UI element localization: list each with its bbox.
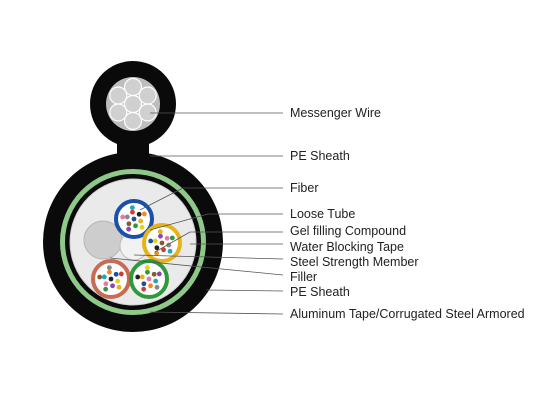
fiber-dot (144, 265, 150, 271)
fiber-dot (161, 247, 166, 253)
fiber-dot (145, 269, 150, 275)
fiber-dot (135, 274, 141, 280)
fiber-dot (133, 223, 138, 229)
fiber-dot (157, 229, 163, 235)
fiber-dot (151, 271, 157, 277)
fiber-dot (136, 211, 142, 217)
fiber-dot (115, 278, 121, 284)
fiber-dot (154, 245, 160, 251)
label-pe-sheath-bottom: PE Sheath (290, 285, 350, 299)
fiber-dot (113, 271, 119, 277)
label-steel-strength-member: Steel Strength Member (290, 255, 419, 269)
fiber-dot (158, 233, 163, 239)
fiber-dot (167, 248, 173, 254)
fiber-dot (138, 218, 144, 224)
fiber-dot (159, 240, 165, 246)
label-loose-tube: Loose Tube (290, 207, 355, 221)
labels: Messenger Wire PE Sheath Fiber Loose Tub… (290, 106, 525, 321)
fiber-dot (103, 281, 109, 287)
fiber-dot (108, 276, 114, 282)
leader-lines (109, 112, 284, 315)
fiber-dot (129, 205, 135, 211)
label-gel-filling: Gel filling Compound (290, 224, 406, 238)
fiber-dot (146, 276, 152, 282)
messenger-wire-strands (109, 77, 157, 131)
fiber-dot (152, 238, 158, 244)
fiber-dot (169, 235, 175, 241)
label-armor: Aluminum Tape/Corrugated Steel Armored (290, 307, 525, 321)
fiber-dot (141, 286, 147, 292)
fiber-dot (141, 211, 147, 217)
label-fiber: Fiber (290, 181, 318, 195)
fiber-dot (156, 271, 162, 277)
fiber-dot (139, 224, 145, 230)
fiber-dot (101, 274, 107, 280)
fiber-dot (131, 216, 137, 222)
fiber-dot (120, 214, 126, 220)
fiber-dot (118, 271, 124, 277)
fiber-dot (106, 265, 112, 271)
fiber-dot (107, 269, 112, 275)
messenger-section (90, 61, 176, 170)
fiber-dot (141, 281, 147, 287)
fiber-dot (164, 235, 170, 241)
label-pe-sheath-top: PE Sheath (290, 149, 350, 163)
fiber-dot (126, 226, 132, 232)
fiber-dot (97, 274, 103, 280)
fiber-dot (103, 286, 109, 292)
fiber-dot (154, 284, 160, 290)
fiber-dot (148, 283, 153, 289)
fiber-dot (110, 283, 115, 289)
label-water-blocking: Water Blocking Tape (290, 240, 404, 254)
fiber-dot (148, 238, 154, 244)
fiber-dot (116, 284, 122, 290)
fiber-dot (153, 278, 159, 284)
label-filler: Filler (290, 270, 317, 284)
fiber-dot (130, 209, 135, 215)
fibers (97, 205, 175, 292)
fiber-dot (124, 214, 130, 220)
main-cable-section (43, 152, 223, 332)
fiber-dot (126, 221, 132, 227)
label-messenger-wire: Messenger Wire (290, 106, 381, 120)
fiber-dot (139, 274, 145, 280)
